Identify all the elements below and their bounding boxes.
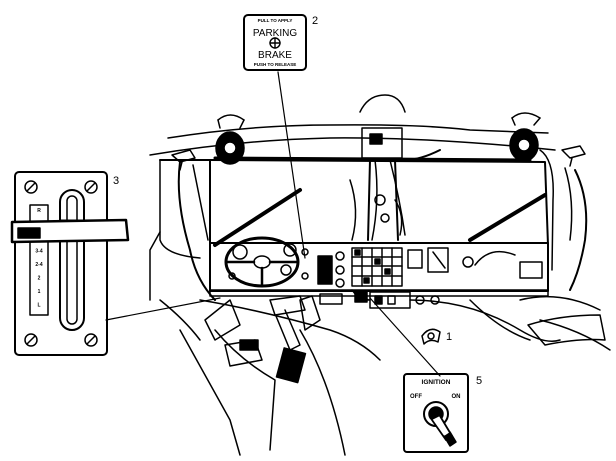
screw-icon: [84, 333, 98, 347]
cab-frame: [149, 124, 611, 456]
callout-2: 2: [312, 15, 318, 27]
lower-console: [319, 289, 440, 309]
parking-brake-top-text: PULL TO APPLY: [258, 18, 293, 23]
shift-position-label: 3-4: [35, 249, 42, 255]
callout-5: 5: [476, 375, 482, 387]
leader-lines: [105, 71, 441, 377]
roof-fixture-right: [509, 112, 541, 162]
shift-position-label: 1: [38, 289, 41, 295]
dome-lamp-left: [171, 149, 196, 171]
ignition-switch-placard: IGNITION OFF ON: [403, 373, 469, 453]
callout-3: 3: [113, 175, 119, 187]
instrument-panel: [209, 236, 549, 297]
shift-position-label: 2-4: [35, 262, 42, 268]
dome-lamp-right: [561, 145, 586, 167]
ignition-off-label: OFF: [410, 394, 422, 400]
shift-position-label: 2: [38, 276, 41, 282]
item-1-lever: [421, 328, 441, 345]
shift-position-label: R: [37, 208, 41, 214]
parking-brake-line2: BRAKE: [258, 50, 292, 61]
screw-icon: [24, 180, 38, 194]
screw-icon: [24, 333, 38, 347]
screw-icon: [84, 180, 98, 194]
parking-brake-placard: PULL TO APPLY PARKING BRAKE PUSH TO RELE…: [243, 14, 307, 71]
shift-position-label: L: [37, 303, 40, 309]
roof-fixture-left: [215, 114, 245, 165]
parking-brake-bottom-text: PUSH TO RELEASE: [254, 62, 296, 67]
ignition-on-label: ON: [452, 394, 461, 400]
overhead-console: [349, 94, 441, 241]
pedal-assembly: [204, 295, 321, 384]
parking-brake-line1: PARKING: [253, 28, 297, 39]
ignition-title: IGNITION: [422, 379, 451, 386]
callout-1: 1: [446, 331, 452, 343]
callout-labels: 2 3 1 5: [113, 15, 482, 387]
